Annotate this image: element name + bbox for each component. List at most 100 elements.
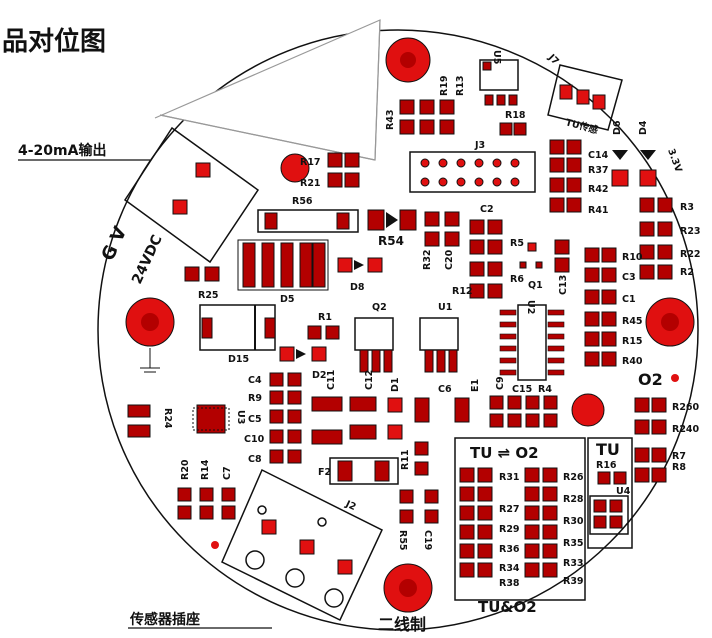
refdes-r19: R19 [439, 75, 450, 96]
refdes-r28: R28 [563, 494, 584, 505]
label-3v3: 3.3V [665, 147, 684, 174]
refdes-r27: R27 [499, 504, 520, 515]
u1-regulator [419, 317, 459, 373]
mounting-holes [125, 37, 695, 613]
refdes-r260: R260 [672, 402, 700, 413]
refdes-c3: C3 [622, 272, 636, 283]
refdes-f2: F2 [318, 467, 331, 478]
tu-label: TU [596, 440, 620, 459]
resistor-block-right-mid [584, 247, 617, 367]
j7-connector [547, 64, 623, 131]
refdes-r15: R15 [622, 336, 643, 347]
refdes-d1: D1 [390, 378, 401, 393]
o2-label: O2 [638, 370, 663, 389]
refdes-r7: R7 [672, 451, 686, 462]
output-callout: 4-20mA输出 [18, 142, 106, 159]
refdes-r32: R32 [422, 249, 433, 270]
refdes-r56: R56 [292, 196, 313, 207]
refdes-c11: C11 [326, 370, 337, 390]
refdes-d2: D2 [312, 370, 327, 381]
page-title: 品对位图 [2, 26, 106, 57]
resistor-block-far-right [639, 197, 673, 280]
refdes-c10: C10 [244, 434, 265, 445]
refdes-d8: D8 [350, 282, 365, 293]
j3-header [409, 151, 536, 193]
refdes-r20: R20 [180, 459, 191, 480]
refdes-r9: R9 [248, 393, 262, 404]
refdes-r37: R37 [588, 165, 609, 176]
o2-resistors [634, 397, 667, 483]
tu-o2-box [454, 437, 586, 601]
refdes-r24: R24 [162, 408, 173, 429]
refdes-r18: R18 [505, 110, 526, 121]
cap-block-left [269, 372, 302, 464]
refdes-u2: U2 [525, 300, 536, 314]
refdes-r30: R30 [563, 516, 584, 527]
refdes-r25: R25 [198, 290, 219, 301]
gv-label: G V [97, 223, 131, 264]
refdes-r3: R3 [680, 202, 694, 213]
refdes-c5: C5 [248, 414, 262, 425]
refdes-j2: J2 [343, 498, 358, 513]
refdes-r16: R16 [596, 460, 617, 471]
refdes-r31: R31 [499, 472, 520, 483]
refdes-c4: C4 [248, 375, 262, 386]
refdes-r1: R1 [318, 312, 332, 323]
refdes-r23: R23 [680, 226, 701, 237]
two-wire-callout: 二线制 [378, 615, 426, 634]
refdes-r21: R21 [300, 178, 321, 189]
sensor-socket-callout: 传感器插座 [129, 611, 200, 628]
refdes-r8: R8 [672, 462, 686, 473]
refdes-d6: D6 [612, 120, 623, 135]
refdes-u5: U5 [491, 50, 502, 64]
refdes-r35: R35 [563, 538, 584, 549]
refdes-r45: R45 [622, 316, 643, 327]
refdes-c1: C1 [622, 294, 636, 305]
refdes-r17: R17 [300, 157, 321, 168]
refdes-r29: R29 [499, 524, 520, 535]
refdes-c19: C19 [422, 530, 433, 550]
refdes-r34: R34 [499, 563, 520, 574]
output-connector [18, 126, 260, 264]
refdes-c8: C8 [248, 454, 262, 465]
refdes-u4: U4 [616, 486, 631, 497]
refdes-r41: R41 [588, 205, 609, 216]
resistor-block-center [469, 219, 503, 299]
refdes-r39: R39 [563, 576, 584, 587]
refdes-c13: C13 [558, 275, 569, 295]
refdes-c15: C15 [512, 384, 532, 395]
tu-o2-label: TU&O2 [478, 598, 537, 616]
vdc-label: 24VDC [129, 233, 166, 287]
d5-diode [237, 239, 329, 291]
q2-regulator [354, 317, 394, 373]
refdes-r54: R54 [378, 234, 404, 248]
tu-o2-resistor-array [459, 467, 558, 578]
refdes-q1: Q1 [528, 280, 543, 291]
tu-tag: TU传感 [564, 116, 600, 136]
refdes-c9: C9 [495, 376, 506, 390]
refdes-r33: R33 [563, 558, 584, 569]
refdes-r36: R36 [499, 544, 520, 555]
resistor-block-right-top [549, 139, 582, 213]
refdes-r43: R43 [385, 109, 396, 130]
u2-ic [499, 304, 565, 381]
refdes-r5: R5 [510, 238, 524, 249]
refdes-u1: U1 [438, 302, 452, 313]
sensor-socket [128, 468, 383, 629]
refdes-c2: C2 [480, 204, 494, 215]
tu-o2-swap-label: TU ⇌ O2 [470, 444, 539, 462]
refdes-j3: J3 [474, 140, 485, 151]
refdes-r22: R22 [680, 249, 701, 260]
refdes-d4: D4 [638, 120, 649, 135]
refdes-c14: C14 [588, 150, 609, 161]
refdes-r240: R240 [672, 424, 700, 435]
refdes-r42: R42 [588, 184, 609, 195]
refdes-r26: R26 [563, 472, 584, 483]
board-outline [97, 29, 699, 631]
refdes-r2: R2 [680, 267, 694, 278]
refdes-r6: R6 [510, 274, 524, 285]
tu-box [587, 437, 633, 549]
refdes-r10: R10 [622, 252, 643, 263]
board-cutout [154, 19, 381, 161]
refdes-c12: C12 [364, 370, 375, 390]
